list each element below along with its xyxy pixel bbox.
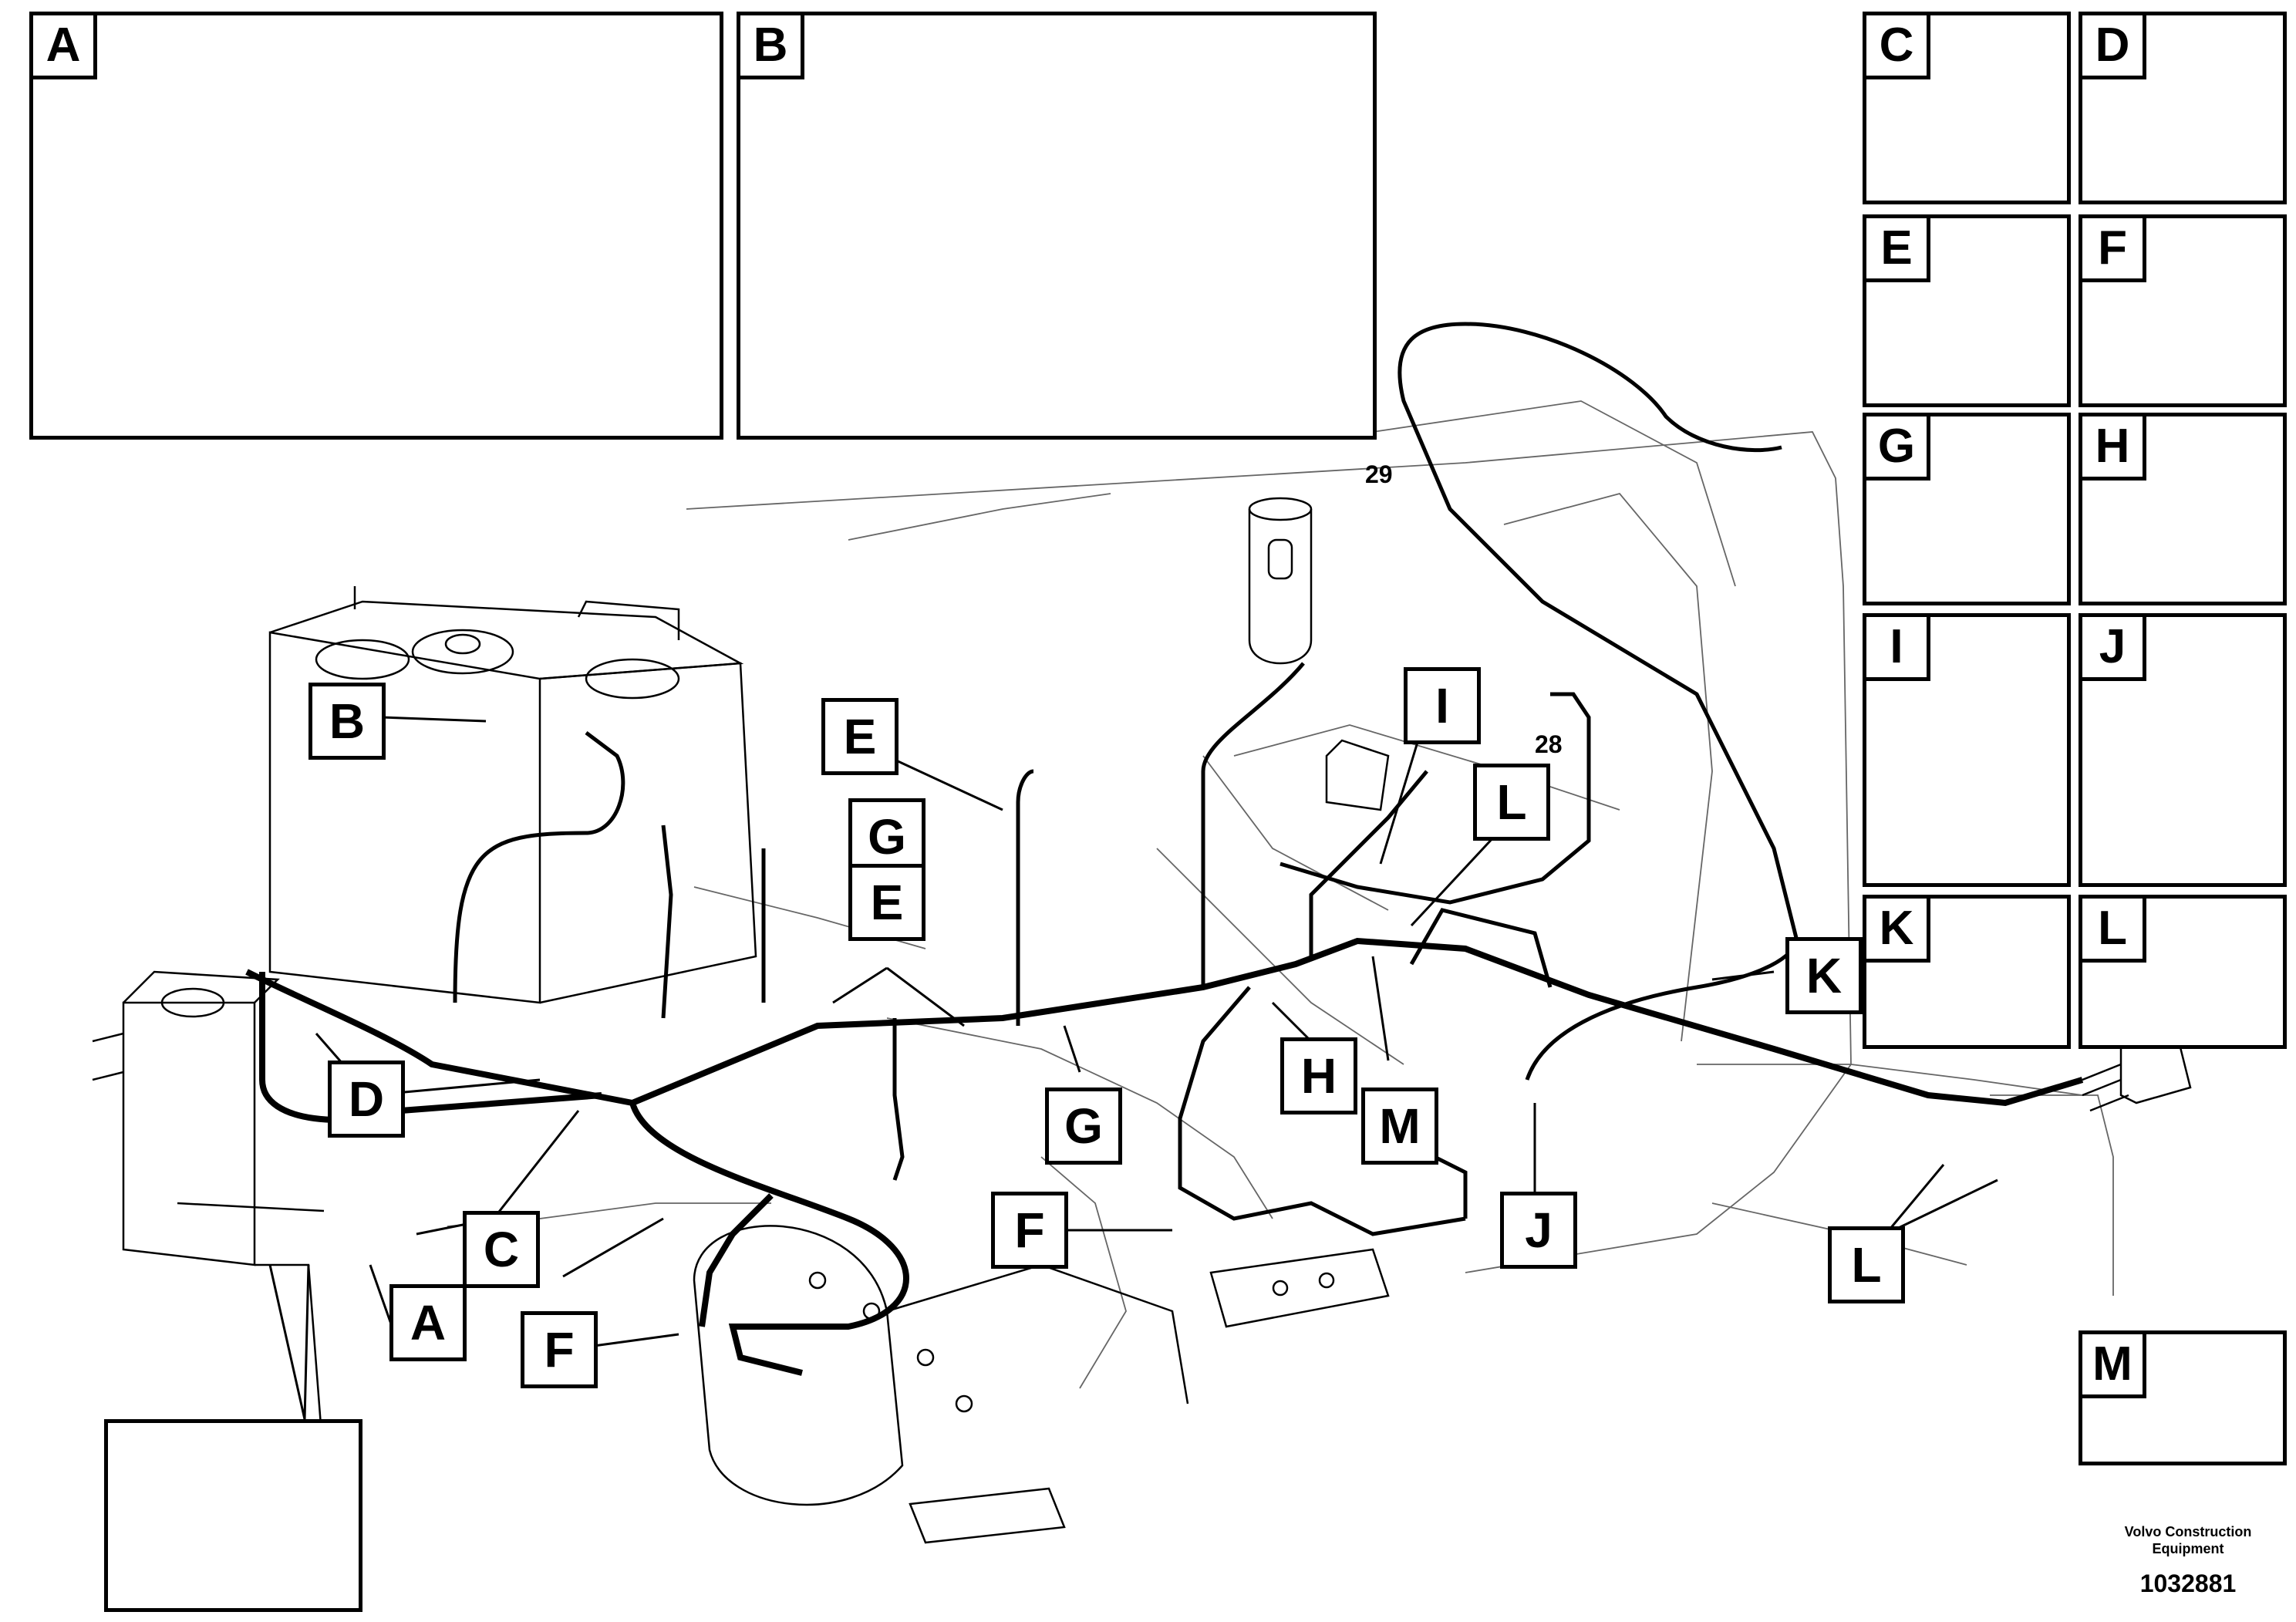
panel-letter: G [1866,416,1930,481]
company-line-2: Equipment [2152,1541,2224,1556]
company-name: Volvo Construction Equipment [2111,1523,2265,1557]
detail-panel-M: M [2079,1330,2287,1465]
company-line-1: Volvo Construction [2124,1524,2252,1539]
callout-D: D [328,1061,405,1138]
detail-panel-B: B [737,12,1377,440]
panel-letter: L [2082,899,2146,963]
panel-letter: D [2082,15,2146,79]
callout-J: J [1500,1192,1577,1269]
detail-panel-I: I [1863,613,2071,887]
detail-panel-A: A [29,12,723,440]
part-number: 28 [1535,730,1563,758]
axle-housing [693,1225,1390,1544]
callout-E: E [848,864,925,941]
detail-panel-L: L [2079,895,2287,1049]
callout-C: C [463,1211,540,1288]
panel-letter: M [2082,1334,2146,1398]
leader-lines [268,686,1998,1420]
detail-panel-D: D [2079,12,2287,204]
callout-F: F [521,1311,598,1388]
callout-E: E [821,698,899,775]
panel-letter: C [1866,15,1930,79]
detail-inset-tube-tie [104,1419,362,1612]
panel-letter: J [2082,617,2146,681]
machine-outline [447,400,2114,1389]
detail-panel-G: G [1863,413,2071,605]
detail-panel-E: E [1863,214,2071,407]
drawing-number: 1032881 [2139,1570,2237,1597]
panel-letter: F [2082,218,2146,282]
panel-letter: E [1866,218,1930,282]
detail-panel-F: F [2079,214,2287,407]
detail-panel-K: K [1863,895,2071,1049]
callout-H: H [1280,1037,1357,1114]
hydraulic-tank [268,586,757,1004]
callout-L: L [1473,764,1550,841]
callout-M: M [1361,1088,1438,1165]
detail-panel-J: J [2079,613,2287,887]
washer-bottle [1248,497,1313,665]
part-number: 29 [1365,460,1393,488]
callout-G: G [848,798,925,875]
panel-letter: B [740,15,804,79]
frame-block-left [92,970,325,1467]
panel-letter: I [1866,617,1930,681]
callout-L: L [1828,1226,1905,1303]
panel-letter: K [1866,899,1930,963]
callout-A: A [389,1284,467,1361]
callout-I: I [1404,667,1481,744]
callout-G: G [1045,1088,1122,1165]
callout-B: B [308,683,386,760]
callout-F: F [991,1192,1068,1269]
callout-K: K [1785,937,1863,1014]
detail-panel-C: C [1863,12,2071,204]
detail-panel-H: H [2079,413,2287,605]
panel-letter: A [33,15,97,79]
connector-block-center [1325,739,1390,811]
panel-letter: H [2082,416,2146,481]
